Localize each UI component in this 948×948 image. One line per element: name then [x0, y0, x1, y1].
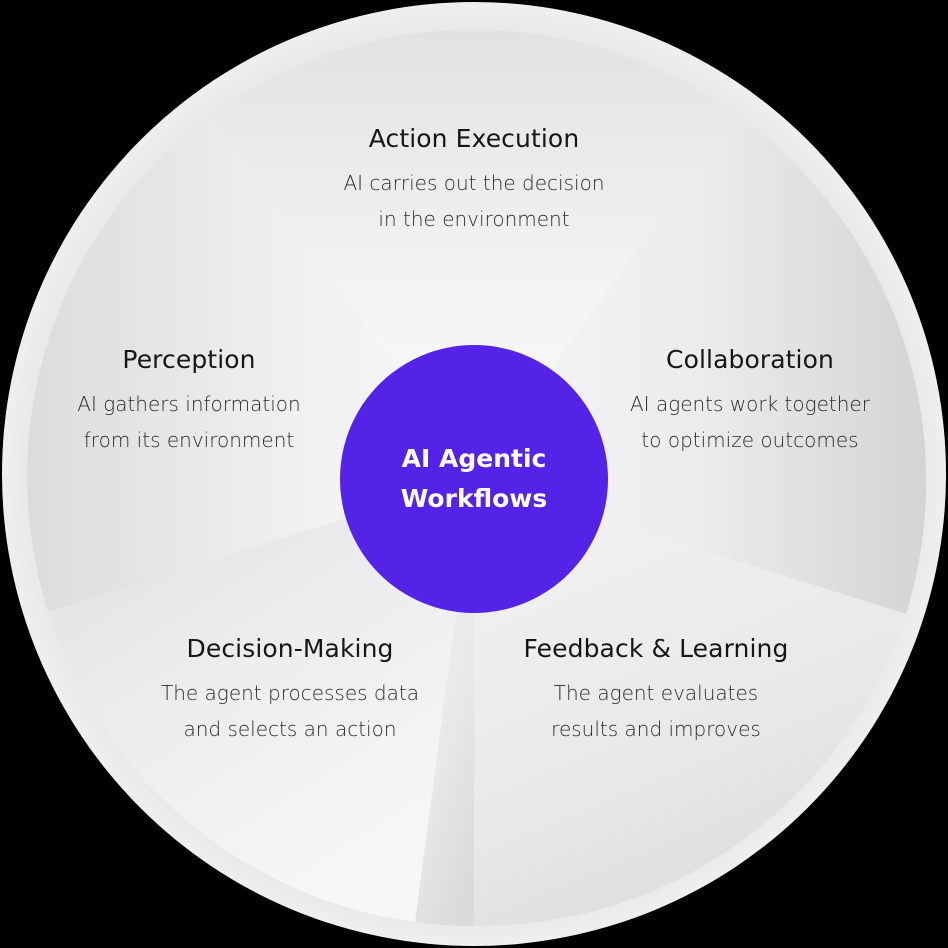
- segment-title: Decision-Making: [186, 634, 394, 663]
- segment-title: Collaboration: [666, 345, 834, 374]
- description-line: The agent processes data: [161, 681, 419, 705]
- center-title-line: AI Agentic: [401, 444, 547, 473]
- description-line: results and improves: [551, 717, 761, 741]
- segment-action-execution-text: Action Execution AI carries out the deci…: [298, 124, 650, 237]
- center-title-line: Workflows: [400, 484, 548, 513]
- segment-description: AI carries out the decision in the envir…: [298, 165, 650, 237]
- segment-description: AI agents work together to optimize outc…: [590, 386, 910, 458]
- description-line: AI gathers information: [77, 392, 301, 416]
- description-line: from its environment: [83, 428, 295, 452]
- segment-description: AI gathers information from its environm…: [36, 386, 342, 458]
- segment-feedback-learning: [474, 478, 906, 927]
- center-label: AI Agentic Workflows: [340, 345, 608, 613]
- description-line: The agent evaluates: [553, 681, 759, 705]
- segment-decision-making: [48, 478, 474, 922]
- segment-title: Perception: [122, 345, 256, 374]
- segment-feedback-learning-text: Feedback & Learning The agent evaluates …: [490, 634, 822, 747]
- segment-perception-text: Perception AI gathers information from i…: [36, 345, 342, 458]
- description-line: to optimize outcomes: [641, 428, 859, 452]
- segment-collaboration-text: Collaboration AI agents work together to…: [590, 345, 910, 458]
- description-line: in the environment: [378, 207, 570, 231]
- center-circle: [340, 345, 608, 613]
- segment-title: Action Execution: [368, 124, 580, 153]
- description-line: AI carries out the decision: [343, 171, 605, 195]
- segment-title: Feedback & Learning: [523, 634, 789, 663]
- segment-action-execution: [212, 29, 735, 478]
- segment-description: The agent processes data and selects an …: [126, 675, 454, 747]
- description-line: and selects an action: [183, 717, 397, 741]
- segment-decision-making-text: Decision-Making The agent processes data…: [126, 634, 454, 747]
- description-line: AI agents work together: [630, 392, 870, 416]
- segment-description: The agent evaluates results and improves: [490, 675, 822, 747]
